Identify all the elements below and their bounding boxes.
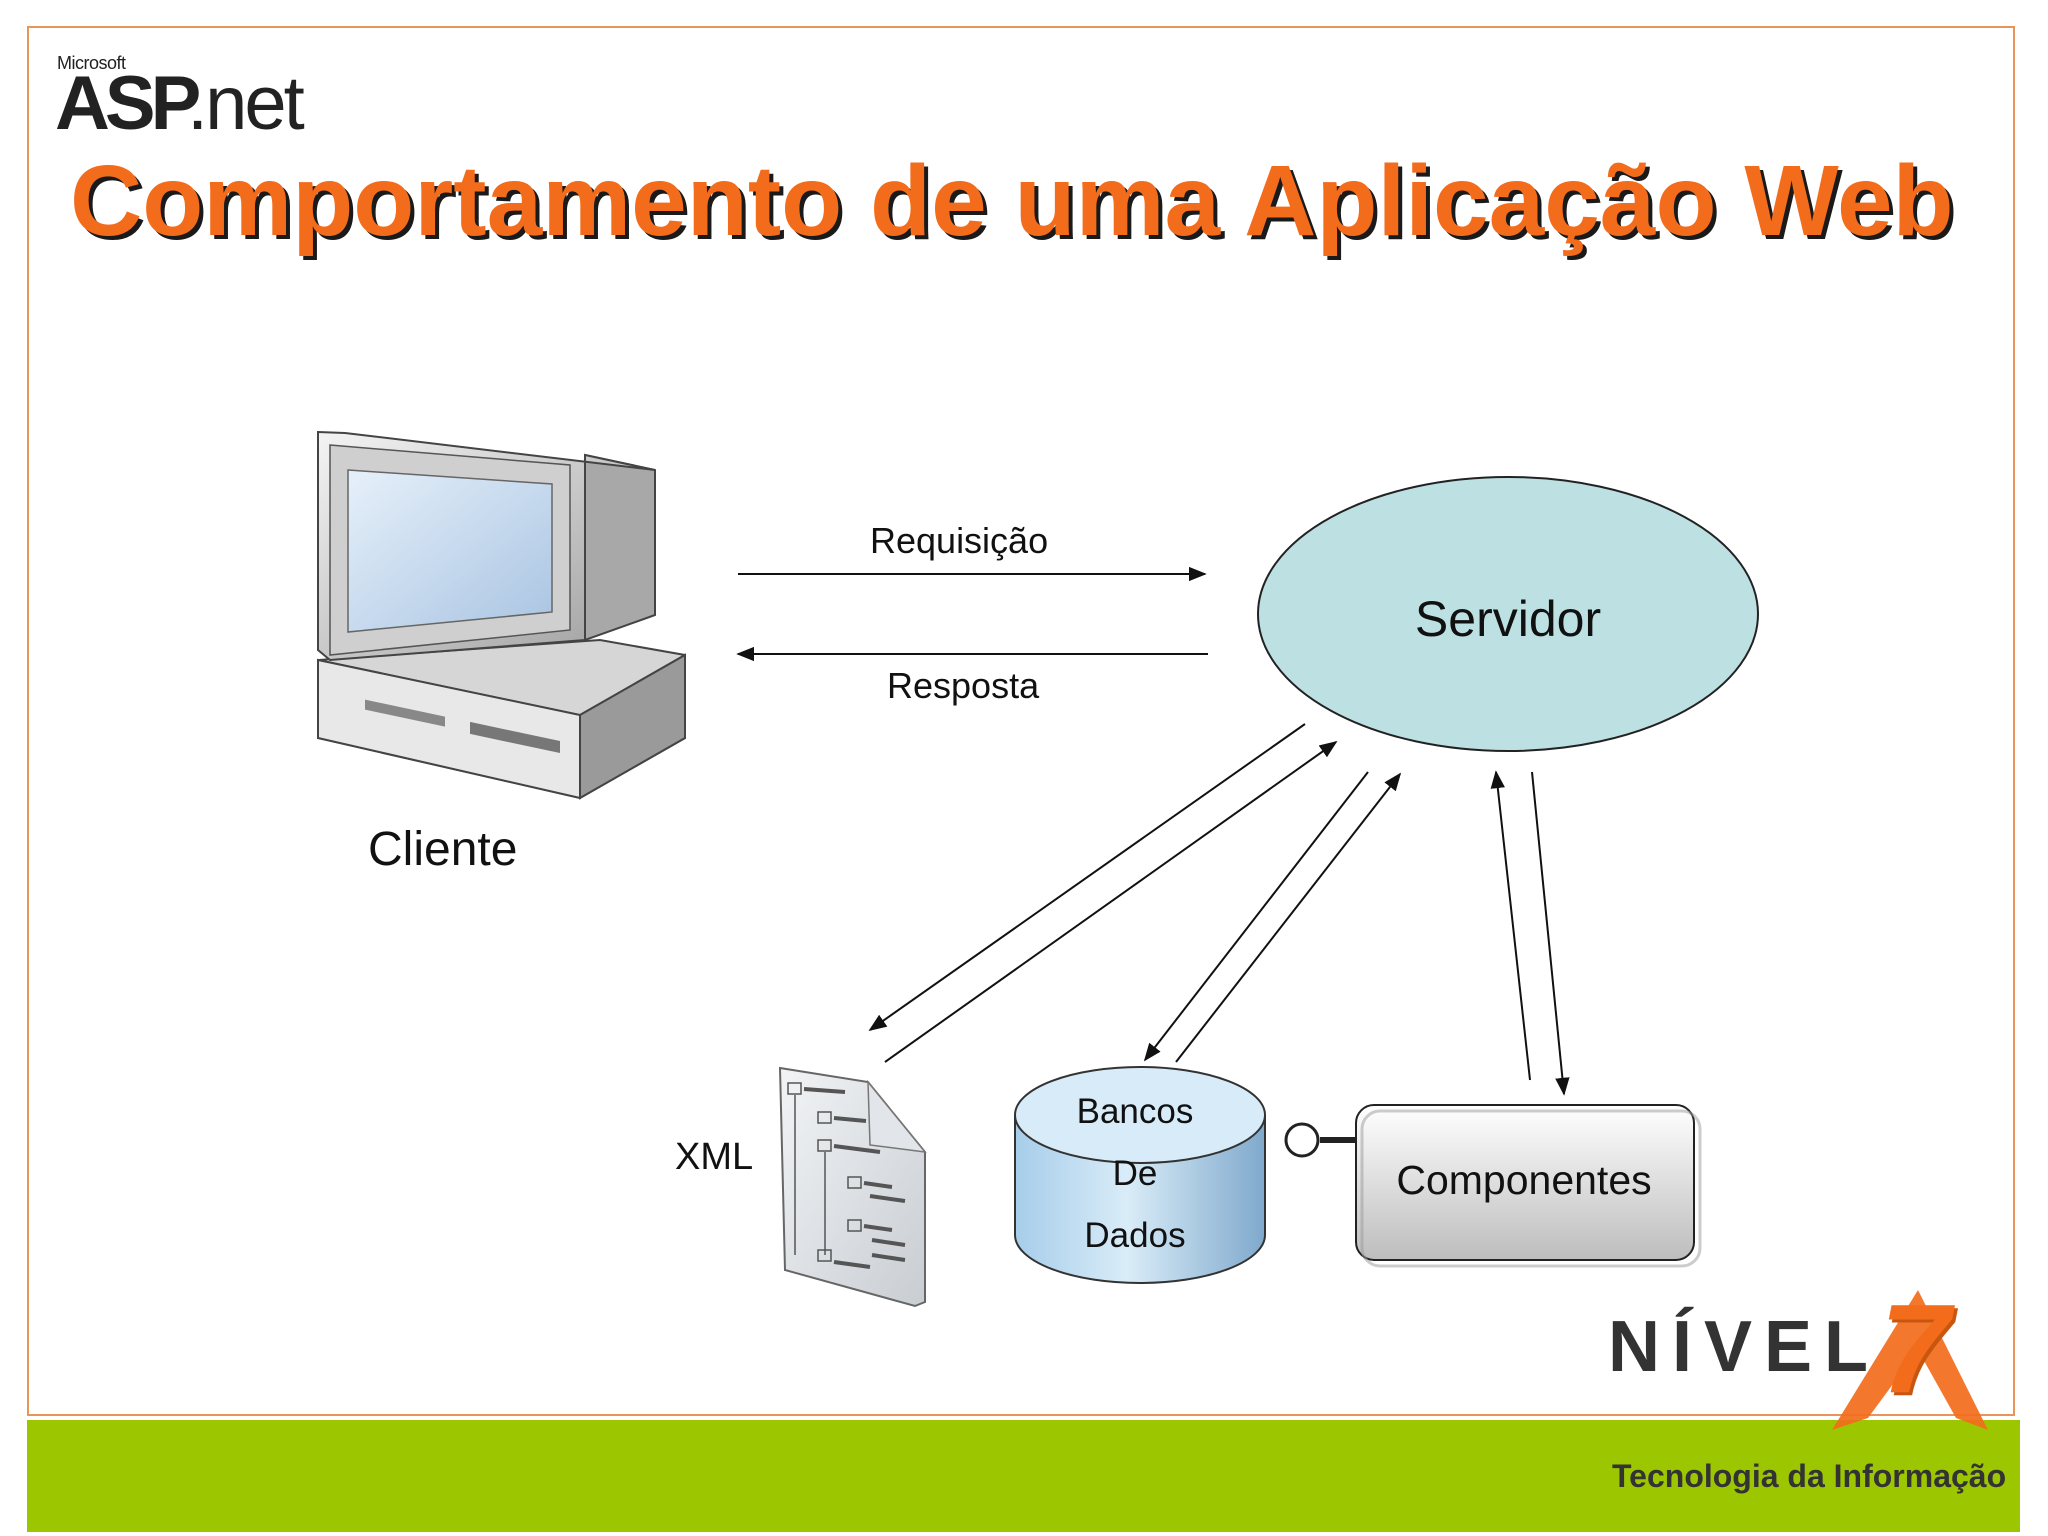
nivel7-logo: NÍVEL 7 [1600, 1278, 2000, 1450]
server-to-database-arrow [1143, 771, 1369, 1062]
server-to-components-arrow [1531, 771, 1570, 1096]
database-label-line-1: Bancos [1076, 1092, 1194, 1131]
microsoft-wordmark: Microsoft [57, 53, 126, 73]
database-to-server-arrow [1175, 772, 1402, 1063]
company-wordmark: NÍVEL [1608, 1307, 1881, 1387]
request-label: Requisição [870, 520, 1049, 561]
components-box [1355, 1104, 1695, 1261]
company-tagline: Tecnologia da Informação [1612, 1458, 2007, 1494]
components-to-server-arrow [1490, 770, 1531, 1081]
footer-bar [27, 1420, 2020, 1532]
component-interface-icon [1284, 1122, 1356, 1158]
slide-title: Comportamento de uma Aplicação Web [70, 145, 1954, 257]
database-label-line-2: De [1112, 1154, 1158, 1193]
desktop-computer-icon [317, 430, 686, 800]
server-to-xml-arrow [868, 723, 1306, 1032]
components-label: Componentes [1396, 1157, 1652, 1203]
xml-to-server-arrow [884, 740, 1338, 1063]
company-number: 7 [1880, 1278, 1951, 1419]
asp-wordmark: ASP [55, 61, 201, 146]
xml-label: XML [675, 1136, 754, 1178]
database-label-line-3: Dados [1084, 1216, 1186, 1255]
client-label: Cliente [368, 823, 518, 876]
response-label: Resposta [887, 665, 1040, 706]
xml-document-icon [778, 1066, 927, 1308]
server-ellipse [1257, 476, 1759, 752]
server-label: Servidor [1414, 591, 1602, 647]
net-wordmark: .net [187, 61, 305, 146]
database-cylinder-icon [1014, 1066, 1266, 1284]
